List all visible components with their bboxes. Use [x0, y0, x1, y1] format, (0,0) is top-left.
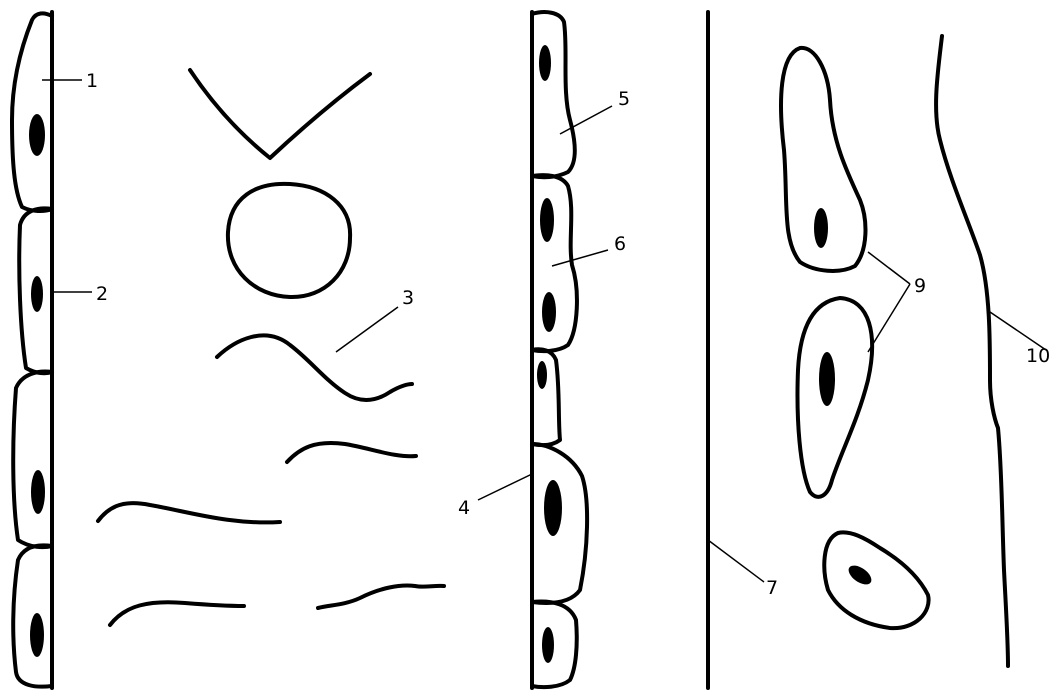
leader-9b — [868, 284, 910, 352]
v-shaped-fiber — [190, 70, 370, 158]
middle-epithelium — [532, 12, 587, 688]
middle-cell-2 — [532, 175, 577, 351]
left-nucleus-3 — [31, 470, 45, 514]
middle-cell-5 — [532, 602, 577, 688]
label-2: 2 — [96, 283, 108, 305]
middle-nucleus-4 — [537, 361, 547, 389]
middle-nucleus-5 — [544, 480, 562, 536]
label-6: 6 — [614, 233, 626, 255]
wavy-fiber-3 — [98, 503, 280, 522]
elongated-cell-2 — [798, 298, 873, 497]
left-cell-4 — [13, 545, 52, 686]
middle-nucleus-3 — [542, 292, 556, 332]
middle-nucleus-2 — [540, 198, 554, 242]
round-cell-3 — [824, 532, 928, 628]
leader-3 — [336, 307, 398, 352]
round-cell — [228, 184, 350, 297]
wavy-fiber-5 — [318, 586, 444, 609]
left-epithelium — [12, 12, 52, 688]
cell-nucleus-3 — [845, 562, 874, 588]
middle-nucleus-1 — [539, 45, 551, 81]
middle-nucleus-6 — [542, 627, 554, 663]
leader-4 — [478, 474, 532, 500]
cell-nucleus-1 — [814, 208, 828, 248]
middle-connective-tissue — [98, 70, 444, 625]
boundary-line-10 — [936, 36, 1008, 666]
leader-6 — [552, 250, 608, 266]
left-cell-1 — [12, 13, 52, 211]
label-10: 10 — [1026, 345, 1050, 367]
right-region — [708, 12, 1008, 688]
leader-lines — [42, 80, 1046, 582]
leader-9a — [868, 252, 910, 284]
label-4: 4 — [458, 497, 470, 519]
label-7: 7 — [766, 577, 778, 599]
left-nucleus-4 — [30, 613, 44, 657]
wavy-fiber-2 — [287, 443, 416, 462]
label-1: 1 — [86, 70, 98, 92]
left-cell-3 — [13, 372, 52, 548]
leader-7 — [708, 540, 764, 582]
cell-nucleus-2 — [819, 352, 835, 406]
label-5: 5 — [618, 88, 630, 110]
middle-cell-1 — [532, 12, 575, 177]
label-9: 9 — [914, 275, 926, 297]
middle-cell-3 — [532, 349, 560, 445]
left-nucleus-1 — [29, 114, 45, 156]
left-nucleus-2 — [31, 276, 43, 312]
wavy-fiber-1 — [217, 335, 412, 400]
wavy-fiber-4 — [110, 602, 244, 625]
label-3: 3 — [402, 287, 414, 309]
